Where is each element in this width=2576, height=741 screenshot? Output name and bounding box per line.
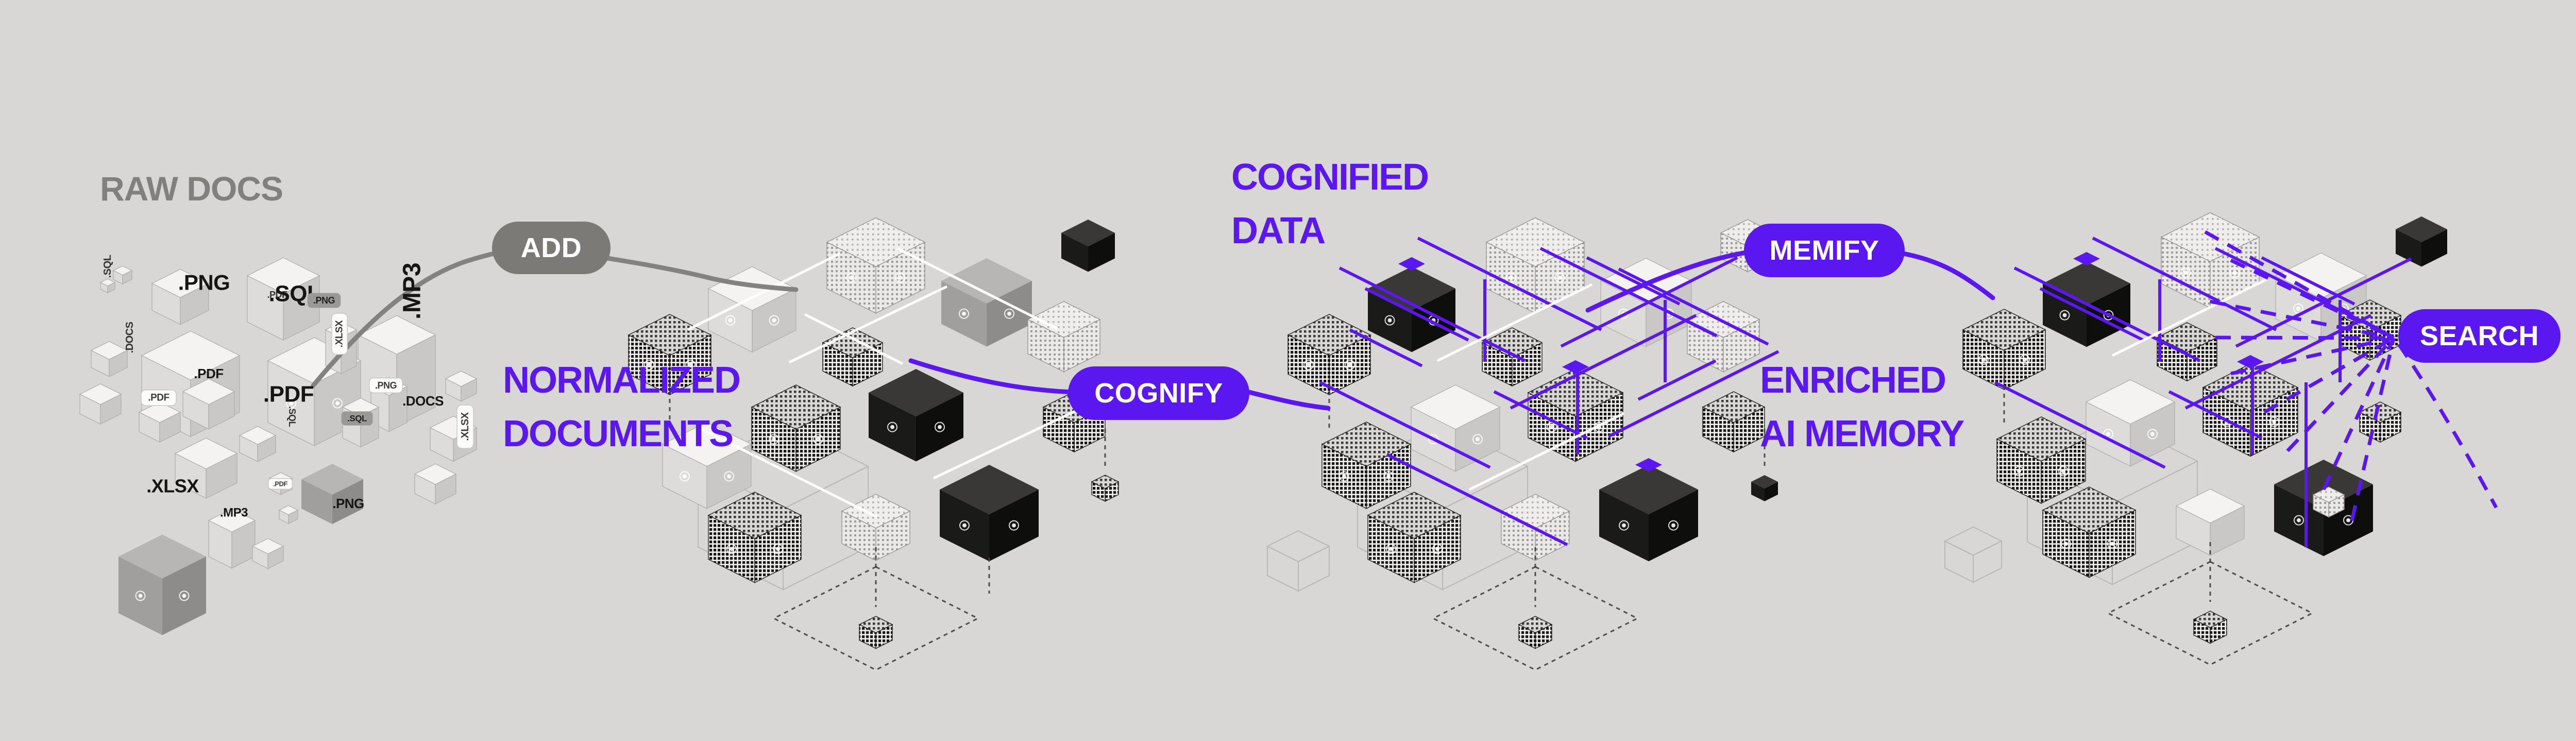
cognify-button[interactable]: COGNIFY	[1068, 366, 1249, 420]
svg-text:.PDF: .PDF	[273, 480, 287, 488]
raw-docs-label-text: RAW DOCS	[100, 170, 283, 208]
cognified-line-2: DATA	[1231, 210, 1326, 251]
search-dashed-ray	[2397, 343, 2498, 509]
memify-flow-curve-left	[1585, 250, 1749, 313]
svg-text:.PDF: .PDF	[194, 366, 223, 381]
search-dashed-ray	[2286, 336, 2395, 452]
enriched-ai-memory-cluster	[1943, 212, 2447, 666]
search-dashed-ray	[2204, 230, 2395, 340]
search-dashed-ray	[2321, 337, 2396, 491]
cognified-data-cluster	[1266, 217, 1780, 671]
file-type-badges: .SQL.PNG.PDF.SQL.PNG.MP3.DOCS.XLSX.PDF.P…	[102, 255, 474, 520]
svg-text:.PDF: .PDF	[267, 290, 287, 300]
svg-text:.XLSX: .XLSX	[334, 320, 345, 347]
svg-text:.DOCS: .DOCS	[124, 322, 135, 353]
search-dashed-ray	[2350, 338, 2396, 521]
file-type-badge: .MP3	[220, 506, 248, 520]
file-type-badge: .XLSX	[146, 476, 199, 497]
normalized-documents-cluster	[628, 217, 1120, 671]
normalized-line-1: NORMALIZED	[503, 360, 741, 401]
search-button[interactable]: SEARCH	[2398, 309, 2561, 363]
file-type-badge: .PNG	[369, 377, 403, 394]
svg-text:.SQL: .SQL	[102, 255, 113, 278]
raw-docs-label: RAW DOCS	[100, 170, 283, 207]
svg-text:.MP3: .MP3	[220, 506, 248, 520]
add-button[interactable]: ADD	[492, 222, 611, 274]
cognified-line-1: COGNIFIED	[1231, 157, 1429, 198]
enriched-ai-memory-label: ENRICHED AI MEMORY	[1760, 353, 1964, 461]
svg-text:.PNG: .PNG	[313, 295, 335, 306]
normalized-line-2: DOCUMENTS	[503, 413, 734, 454]
file-type-badge: .PNG	[178, 271, 230, 295]
file-type-badge: .PDF	[267, 290, 287, 300]
enriched-line-1: ENRICHED	[1760, 360, 1946, 401]
enriched-line-2: AI MEMORY	[1760, 413, 1964, 454]
search-dashed-ray	[2210, 299, 2394, 340]
file-type-badge: .SQL	[341, 411, 373, 426]
file-type-badge: .PNG	[307, 293, 341, 308]
file-type-badge: .XLSX	[456, 405, 474, 449]
cognify-flow-curve-right	[1244, 389, 1331, 411]
svg-text:.MP3: .MP3	[399, 263, 426, 319]
cognify-flow-curve-left	[908, 358, 1075, 395]
file-type-badge: .SQL	[102, 255, 113, 278]
file-type-badge: .PDF	[194, 366, 224, 381]
svg-text:.PDF: .PDF	[263, 382, 314, 407]
normalized-documents-label: NORMALIZED DOCUMENTS	[503, 353, 741, 461]
search-dashed-ray	[2230, 258, 2395, 340]
svg-text:.SQL: .SQL	[347, 414, 367, 424]
svg-text:.XLSX: .XLSX	[460, 412, 471, 441]
svg-text:.XLSX: .XLSX	[146, 476, 199, 497]
svg-text:.PNG: .PNG	[332, 496, 364, 511]
svg-text:.PNG: .PNG	[375, 380, 397, 391]
svg-text:.PNG: .PNG	[178, 271, 230, 295]
memify-flow-curve-right	[1901, 251, 1995, 300]
file-type-badge: .SQL	[287, 406, 297, 427]
file-type-badge: .PDF	[267, 478, 293, 490]
file-type-badge: .MP3	[399, 263, 426, 319]
svg-text:.SQL: .SQL	[287, 406, 297, 427]
file-type-badge: .PDF	[141, 390, 177, 406]
svg-text:.DOCS: .DOCS	[402, 393, 444, 409]
file-type-badge: .DOCS	[402, 393, 444, 409]
memify-button[interactable]: MEMIFY	[1744, 224, 1905, 277]
search-dashed-ray	[2230, 336, 2394, 376]
cognified-data-label: COGNIFIED DATA	[1231, 150, 1429, 258]
search-dashed-fan	[2204, 230, 2498, 521]
file-type-badge: .PDF	[263, 382, 314, 407]
file-type-badge: .XLSX	[331, 313, 348, 355]
file-type-badge: .PNG	[332, 496, 364, 511]
file-type-badge: .DOCS	[124, 322, 135, 353]
svg-text:.PDF: .PDF	[148, 393, 169, 403]
